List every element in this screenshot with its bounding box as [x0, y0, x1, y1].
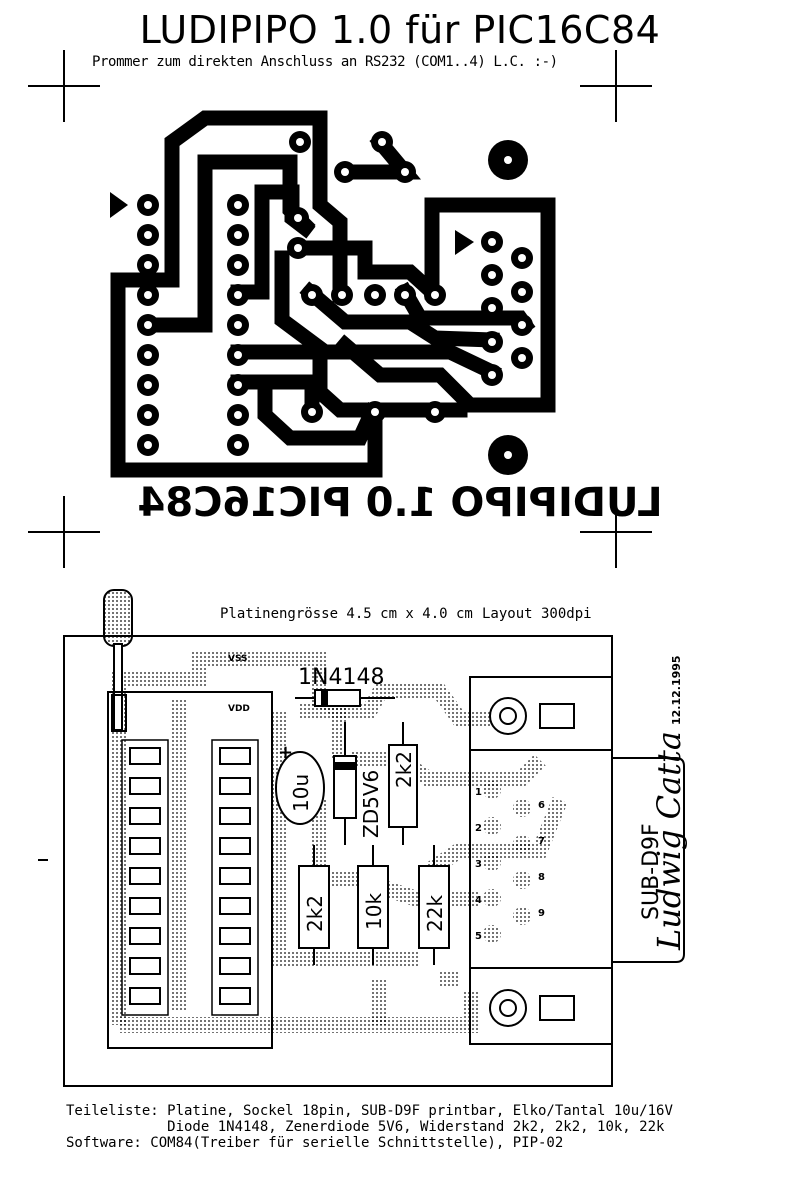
pin-label: 8 — [538, 872, 545, 883]
page-title: LUDIPIPO 1.0 für PIC16C84 — [139, 8, 661, 52]
resistor-label: 10k — [362, 893, 386, 930]
db9-pin1-marker — [455, 230, 474, 255]
pad-row-left — [137, 194, 159, 456]
db9-connector: SUB-D9F 1 2 3 4 5 6 7 8 9 — [469, 676, 685, 1045]
pin1-marker — [110, 192, 128, 218]
resistor-2k2: 2k2 — [298, 845, 330, 965]
ic-socket-pads — [110, 192, 249, 456]
pin-label: 2 — [475, 823, 482, 834]
trace-ring — [334, 197, 556, 413]
board-size-label: Platinengrösse 4.5 cm x 4.0 cm — [220, 606, 473, 622]
pin-label: 5 — [475, 931, 482, 942]
mounting-screw — [489, 989, 527, 1027]
vdd-label: VDD — [228, 704, 250, 714]
trace — [394, 281, 536, 336]
trace — [274, 250, 502, 382]
parts-list-line: Diode 1N4148, Zenerdiode 5V6, Widerstand… — [66, 1119, 665, 1135]
trace-outer — [110, 110, 348, 478]
pin-label: 9 — [538, 908, 545, 919]
author-signature: Ludwig Catta 12.12.1995 — [650, 655, 688, 950]
resistor-2k2-top: 2k2 — [388, 722, 418, 845]
resistor-22k: 22k — [418, 845, 450, 965]
mirrored-board-label: LUDIPIPO 1.0 PIC16C84 — [137, 480, 663, 526]
capacitor-label: 10u — [289, 774, 313, 812]
parts-list-line: Teileliste: Platine, Sockel 18pin, SUB-D… — [66, 1103, 673, 1119]
capacitor-10u: + 10u — [275, 742, 325, 825]
diode-1n4148: 1N4148 — [295, 665, 395, 707]
registration-marks — [28, 50, 652, 568]
author-date: 12.12.1995 — [670, 655, 683, 726]
layout-resolution-label: Layout 300dpi — [482, 606, 592, 622]
zener-diode: ZD5V6 — [333, 722, 383, 845]
resistor-10k: 10k — [357, 845, 389, 965]
trace — [297, 240, 443, 303]
connector-label: SUB-D9F — [639, 823, 664, 920]
vss-label: VSS — [228, 654, 248, 664]
resistor-label: 2k2 — [303, 895, 327, 932]
resistor-label: 2k2 — [392, 751, 416, 788]
pin-label: 3 — [475, 859, 482, 870]
page-subtitle: Prommer zum direkten Anschluss an RS232 … — [92, 54, 558, 70]
pin-label: 7 — [538, 836, 545, 847]
db9-pin-holes — [483, 781, 531, 943]
zener-label: ZD5V6 — [359, 770, 383, 838]
trace — [230, 344, 468, 418]
trace — [299, 281, 500, 348]
pin-label: 6 — [538, 800, 545, 811]
pin-label: 1 — [475, 787, 482, 798]
diode-label: 1N4148 — [298, 665, 384, 690]
parts-list: Teileliste: Platine, Sockel 18pin, SUB-D… — [66, 1103, 673, 1151]
pad-row-right — [227, 194, 249, 456]
socket-contacts — [129, 747, 251, 1005]
trace-ground — [110, 404, 383, 478]
ic-socket — [107, 691, 273, 1049]
software-line: Software: COM84(Treiber für serielle Sch… — [66, 1135, 564, 1151]
resistor-label: 22k — [423, 895, 447, 932]
db9-pads — [455, 140, 533, 475]
author-name: Ludwig Catta — [650, 731, 688, 950]
mounting-screw — [489, 697, 527, 735]
pin-label: 4 — [475, 895, 482, 906]
component-pads — [287, 131, 446, 423]
